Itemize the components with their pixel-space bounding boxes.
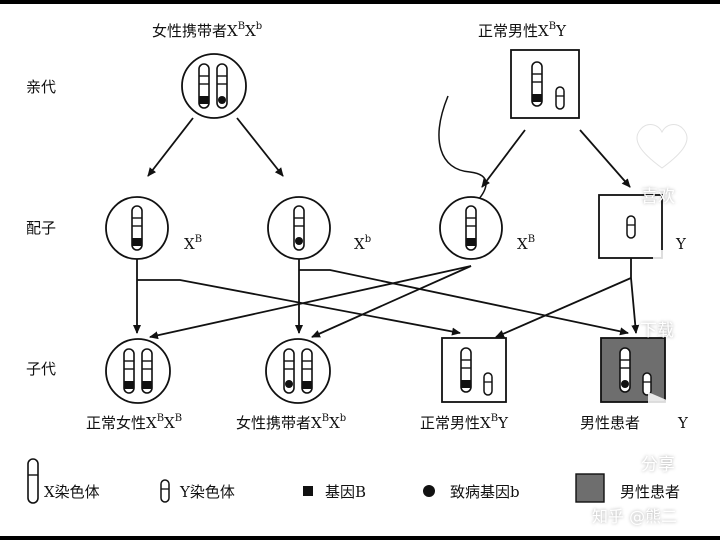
gene-b-square-icon: [199, 96, 209, 104]
svg-text:Y: Y: [675, 235, 687, 253]
download-button[interactable]: 下载: [640, 321, 674, 341]
gamete-1-base: X: [184, 235, 195, 253]
row-label-gametes: 配子: [26, 219, 56, 237]
arrow-male-to-gamete4: [579, 129, 631, 188]
svg-text:正常男性XBY: 正常男性XBY: [478, 21, 567, 40]
gene-b-square-icon: [132, 238, 142, 246]
parent-male-name: 正常男性: [478, 22, 538, 40]
parent-female-title: 女性携带者XBXb: [152, 21, 262, 40]
parent-female-x1: X: [227, 22, 238, 40]
arrow-g2-to-o4: [299, 269, 629, 336]
offspring-2: [265, 338, 331, 404]
disease-gene-dot-icon: [218, 96, 226, 104]
heart-icon[interactable]: [636, 124, 688, 169]
decorative-curve: [438, 95, 487, 201]
gamete-1-sup: B: [195, 234, 202, 245]
legend-x-chromosome-icon: [27, 458, 39, 504]
gamete-3-base: X: [517, 235, 528, 253]
svg-text:女性携带者XBXb: 女性携带者XBXb: [152, 21, 262, 40]
watermark: 知乎 @熊二: [592, 507, 678, 526]
gamete-3: XB: [439, 196, 535, 260]
gene-b-square-icon: [302, 381, 312, 389]
parent-male-sup1: B: [549, 21, 556, 32]
offspring-4: [600, 337, 666, 403]
disease-gene-dot-icon: [621, 380, 629, 388]
arrow-g3-to-o2: [311, 265, 472, 338]
gene-b-square-icon: [461, 380, 471, 388]
arrow-g4-to-o3: [495, 277, 632, 338]
legend: X染色体 Y染色体 基因B 致病基因b 男性患者: [27, 458, 680, 504]
legend-male-patient-icon: [575, 473, 605, 503]
svg-text:Xb: Xb: [354, 234, 371, 253]
y-chromosome-icon: [555, 86, 565, 110]
arrow-g4-to-o4: [630, 258, 640, 334]
offspring-4-label: 男性患者: [580, 414, 640, 432]
offspring-3-label: 正常男性XBY: [420, 413, 509, 432]
arrow-female-to-gamete2: [236, 117, 284, 177]
disease-gene-dot-icon: [285, 380, 293, 388]
y-chromosome-icon: [626, 215, 636, 239]
legend-disease-gene-icon: [423, 485, 435, 497]
parent-female-sup1: B: [238, 21, 245, 32]
y-chromosome-icon: [483, 372, 493, 396]
arrow-g3-to-o1: [149, 265, 472, 340]
parent-male-x1: X: [538, 22, 549, 40]
row-label-offspring: 子代: [26, 360, 56, 378]
offspring-1: [105, 338, 171, 404]
svg-text:XB: XB: [184, 234, 202, 253]
parent-male-cell: [510, 49, 580, 119]
share-button[interactable]: 分享: [641, 455, 675, 475]
offspring-2-label: 女性携带者XBXb: [236, 413, 346, 432]
gamete-3-sup: B: [528, 234, 535, 245]
offspring-1-label: 正常女性XBXB: [86, 413, 182, 432]
gene-b-square-icon: [142, 381, 152, 389]
row-label-parents: 亲代: [26, 78, 56, 96]
disease-gene-dot-icon: [295, 237, 303, 245]
share-icon[interactable]: [648, 392, 677, 436]
legend-x-chromosome-label: X染色体: [44, 483, 100, 501]
gamete-2: Xb: [267, 196, 371, 260]
offspring-3: [441, 337, 507, 403]
gamete-2-base: X: [354, 235, 365, 253]
page-background: [0, 4, 720, 536]
parent-female-x2: X: [245, 22, 256, 40]
download-icon[interactable]: [644, 250, 676, 300]
legend-y-chromosome-label: Y染色体: [179, 483, 235, 501]
parent-male-title: 正常男性XBY: [478, 21, 567, 40]
gamete-2-sup: b: [365, 234, 371, 245]
gamete-4-base: Y: [675, 235, 687, 253]
parent-female-sup2: b: [256, 21, 262, 32]
gamete-4: Y: [598, 194, 687, 259]
y-chromosome-icon: [642, 372, 652, 396]
arrow-g1-to-o3: [137, 279, 461, 336]
svg-text:XB: XB: [517, 234, 535, 253]
like-button[interactable]: 喜欢: [641, 187, 675, 207]
legend-gene-b-label: 基因B: [325, 483, 366, 501]
gene-b-square-icon: [124, 381, 134, 389]
arrow-male-to-gamete3: [481, 129, 526, 188]
legend-disease-gene-label: 致病基因b: [450, 483, 520, 501]
arrow-female-to-gamete1: [147, 117, 194, 177]
gene-b-square-icon: [466, 238, 476, 246]
gene-b-square-icon: [532, 94, 542, 102]
parent-male-y: Y: [555, 22, 567, 40]
offspring-4-genotype: Y: [677, 414, 689, 432]
parent-female-name: 女性携带者: [152, 22, 227, 40]
legend-gene-b-icon: [303, 486, 313, 496]
legend-male-patient-label: 男性患者: [620, 483, 680, 501]
parent-female-cell: [181, 53, 247, 119]
legend-y-chromosome-icon: [160, 479, 170, 503]
